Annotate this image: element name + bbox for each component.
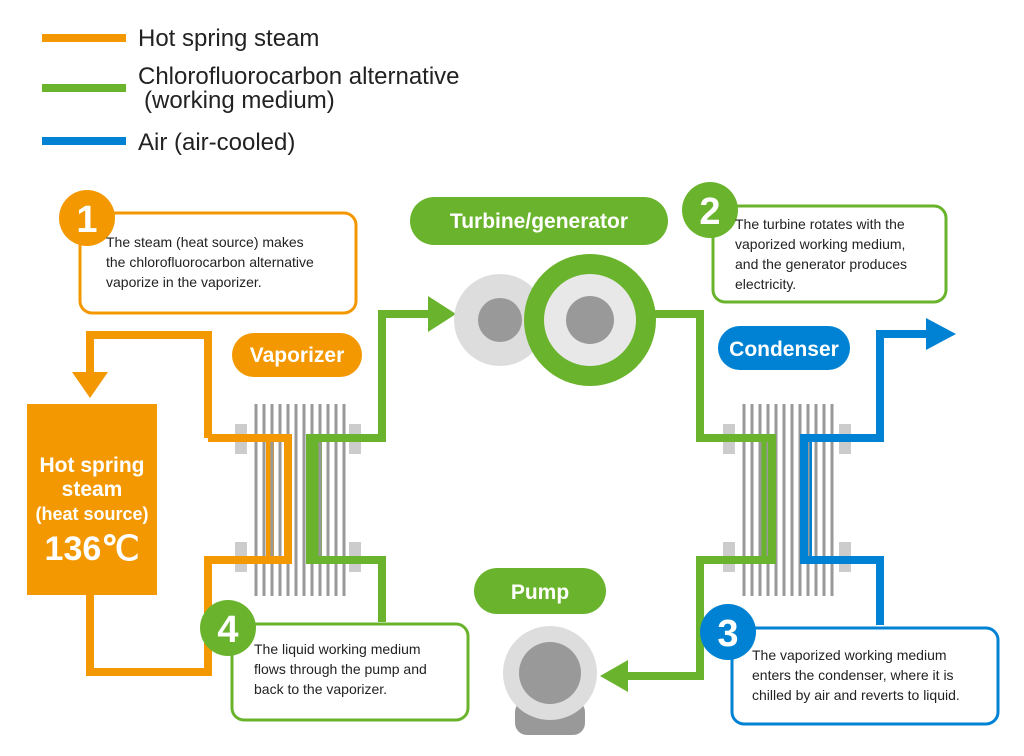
turbine-label: Turbine/generator (410, 197, 668, 245)
svg-text:Condenser: Condenser (729, 338, 839, 361)
condenser-label: Condenser (718, 326, 850, 370)
heat-source-box (27, 404, 157, 595)
heat-source-line-3: (heat source) (35, 504, 148, 524)
heat-source: Hot spring steam (heat source) 136℃ (27, 404, 157, 595)
legend: Hot spring steam Chlorofluorocarbon alte… (42, 25, 460, 156)
step-1-badge (59, 190, 115, 246)
pump-icon (503, 626, 597, 735)
legend-label-medium: Chlorofluorocarbon alternative (138, 63, 460, 90)
vaporizer-exchanger (208, 404, 382, 596)
vaporizer-label: Vaporizer (232, 333, 362, 377)
svg-text:Vaporizer: Vaporizer (250, 344, 345, 367)
medium-arrow-right-icon (428, 296, 456, 332)
step-3-line-1: The vaporized working medium (752, 647, 947, 663)
step-4-line-1: The liquid working medium (254, 641, 421, 657)
step-1-line-1: The steam (heat source) makes (106, 234, 304, 250)
step-2-badge (682, 182, 738, 238)
turbine-generator-icon (454, 254, 656, 386)
step-1-number: 1 (76, 199, 97, 241)
air-pipe-in (804, 438, 884, 625)
pump-label: Pump (474, 568, 606, 614)
step-4-callout: 4 The liquid working medium flows throug… (200, 600, 470, 722)
legend-label-steam: Hot spring steam (138, 25, 319, 52)
step-2-line-3: and the generator produces (735, 256, 907, 272)
heat-source-temperature: 136℃ (45, 530, 140, 568)
medium-arrow-left-icon (600, 660, 628, 692)
condenser-exchanger (700, 404, 880, 596)
step-4-number: 4 (217, 609, 238, 651)
air-loop (804, 330, 928, 625)
step-1-line-3: vaporize in the vaporizer. (106, 274, 262, 290)
step-4-line-2: flows through the pump and (254, 661, 427, 677)
legend-label-medium-sub: (working medium) (144, 87, 335, 114)
step-1-callout: 1 The steam (heat source) makes the chlo… (59, 190, 358, 315)
medium-pipe-to-pump (625, 310, 769, 680)
step-1-line-2: the chlorofluorocarbon alternative (106, 254, 314, 270)
step-2-number: 2 (699, 191, 720, 233)
air-arrow-icon (926, 318, 956, 350)
step-2-line-4: electricity. (735, 276, 796, 292)
heat-source-line-2: steam (62, 478, 123, 501)
legend-label-air: Air (air-cooled) (138, 129, 295, 156)
step-3-line-3: chilled by air and reverts to liquid. (752, 687, 960, 703)
svg-text:Turbine/generator: Turbine/generator (450, 210, 628, 233)
step-3-callout: 3 The vaporized working medium enters th… (700, 604, 1000, 726)
steam-pipe-top (86, 331, 212, 438)
steam-arrow-icon (72, 372, 108, 398)
step-2-line-2: vaporized working medium, (735, 236, 905, 252)
svg-text:Pump: Pump (511, 581, 569, 604)
step-3-badge (700, 604, 756, 660)
heat-source-line-1: Hot spring (40, 454, 145, 477)
step-3-line-2: enters the condenser, where it is (752, 667, 954, 683)
working-medium-loop (314, 310, 769, 680)
step-4-badge (200, 600, 256, 656)
step-2-callout: 2 The turbine rotates with the vaporized… (682, 182, 948, 304)
step-3-number: 3 (717, 613, 738, 655)
step-4-line-3: back to the vaporizer. (254, 681, 387, 697)
step-2-line-1: The turbine rotates with the (735, 216, 905, 232)
